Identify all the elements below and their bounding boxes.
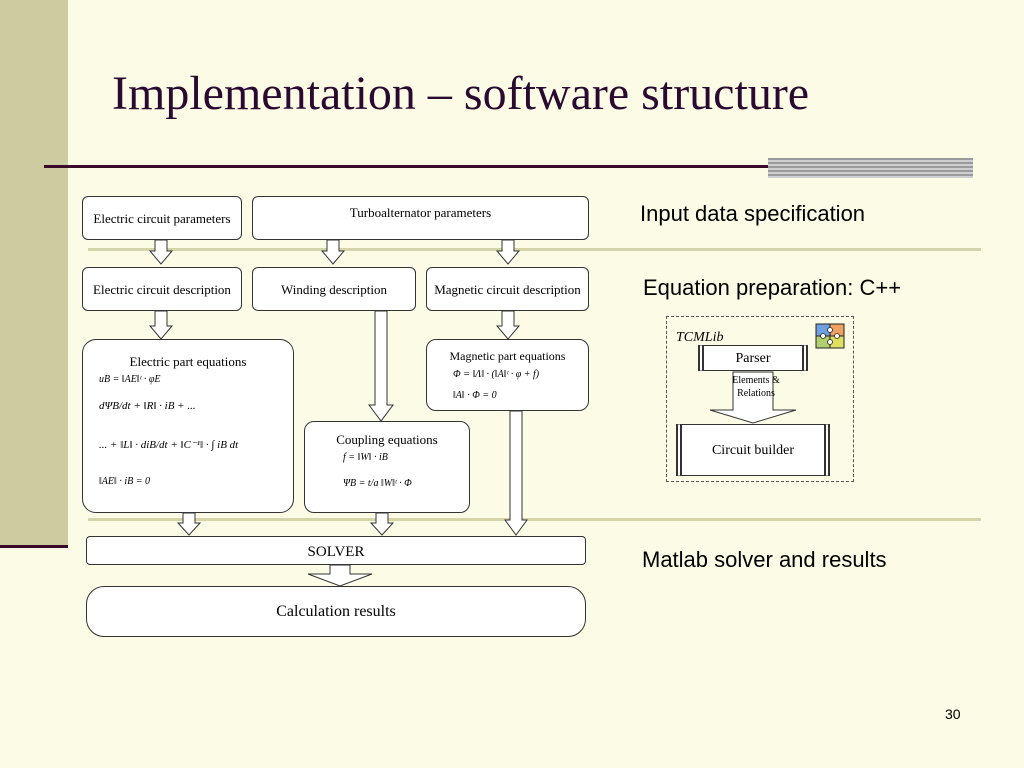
- electric-equation-2a: dΨB/dt + ‖R‖ · iB + ...: [99, 400, 196, 412]
- electric-circuit-description-box: Electric circuit description: [82, 267, 242, 311]
- slide-title: Implementation – software structure: [112, 67, 810, 120]
- tcmlib-label: TCMLib: [676, 330, 724, 345]
- slide-number: 30: [945, 706, 961, 722]
- arrow-parser-to-builder: [709, 371, 797, 424]
- electric-equation-2b: ... + ‖L‖ · diB/dt + ‖C⁻¹‖ · ∫ iB dt: [99, 439, 239, 451]
- magnetic-part-equations-title: Magnetic part equations: [449, 349, 566, 363]
- winding-description-box: Winding description: [252, 267, 416, 311]
- electric-equation-1: uB = ‖AE‖ᵗ · φE: [99, 374, 161, 385]
- electric-part-equations-title: Electric part equations: [129, 354, 247, 369]
- electric-circuit-parameters-box: Electric circuit parameters: [82, 196, 242, 240]
- arrow-magnetic-desc-down: [495, 310, 521, 340]
- arrow-electric-params-down: [148, 239, 174, 265]
- arrow-coupling-to-solver: [369, 512, 395, 536]
- magnetic-part-equations-panel: Magnetic part equations Φ = ‖Λ‖ · (‖A‖ᵗ …: [426, 339, 589, 411]
- elements-relations-label: Elements & Relations: [732, 375, 780, 399]
- arrow-turbo-to-magnetic: [495, 239, 521, 265]
- stage-label-input: Input data specification: [640, 201, 866, 226]
- circuit-builder-box: Circuit builder: [676, 424, 830, 476]
- electric-equation-3: ‖AE‖ · iB = 0: [99, 476, 150, 487]
- separator-solver-stage: [88, 518, 981, 521]
- stage-label-solver: Matlab solver and results: [642, 547, 887, 572]
- stage-label-equation-prep: Equation preparation: C++: [643, 275, 902, 300]
- arrow-electric-eq-to-solver: [176, 512, 202, 536]
- arrow-magnetic-eq-to-solver: [504, 410, 528, 536]
- magnetic-equation-1: Φ = ‖Λ‖ · (‖A‖ᵗ · φ + f): [453, 369, 540, 380]
- puzzle-icon: [815, 323, 845, 349]
- coupling-equation-1: f = ‖W‖ · iB: [343, 452, 388, 463]
- arrow-solver-to-results: [307, 564, 373, 587]
- turboalternator-parameters-box: Turboalternator parameters: [252, 196, 589, 240]
- arrow-electric-desc-down: [148, 310, 174, 340]
- coupling-equation-2: ΨB = t/a ‖W‖ᵗ · Φ: [343, 478, 412, 489]
- electric-part-equations-panel: Electric part equations uB = ‖AE‖ᵗ · φE …: [82, 339, 294, 513]
- separator-input-stage: [88, 248, 981, 251]
- coupling-equations-title: Coupling equations: [336, 432, 438, 447]
- arrow-turbo-to-winding: [320, 239, 346, 265]
- tcmlib-group: [666, 316, 854, 482]
- magnetic-circuit-description-box: Magnetic circuit description: [426, 267, 589, 311]
- arrow-winding-to-coupling: [368, 310, 394, 422]
- solver-box: SOLVER: [86, 536, 586, 565]
- left-accent-bar: [0, 0, 68, 547]
- calculation-results-box: Calculation results: [86, 586, 586, 637]
- parser-box: Parser: [698, 345, 808, 371]
- decorative-striped-bar: [768, 158, 973, 178]
- coupling-equations-panel: Coupling equations f = ‖W‖ · iB ΨB = t/a…: [304, 421, 470, 513]
- left-accent-line: [0, 545, 68, 548]
- magnetic-equation-2: ‖A‖ · Φ = 0: [453, 390, 497, 401]
- title-rule: [44, 165, 971, 168]
